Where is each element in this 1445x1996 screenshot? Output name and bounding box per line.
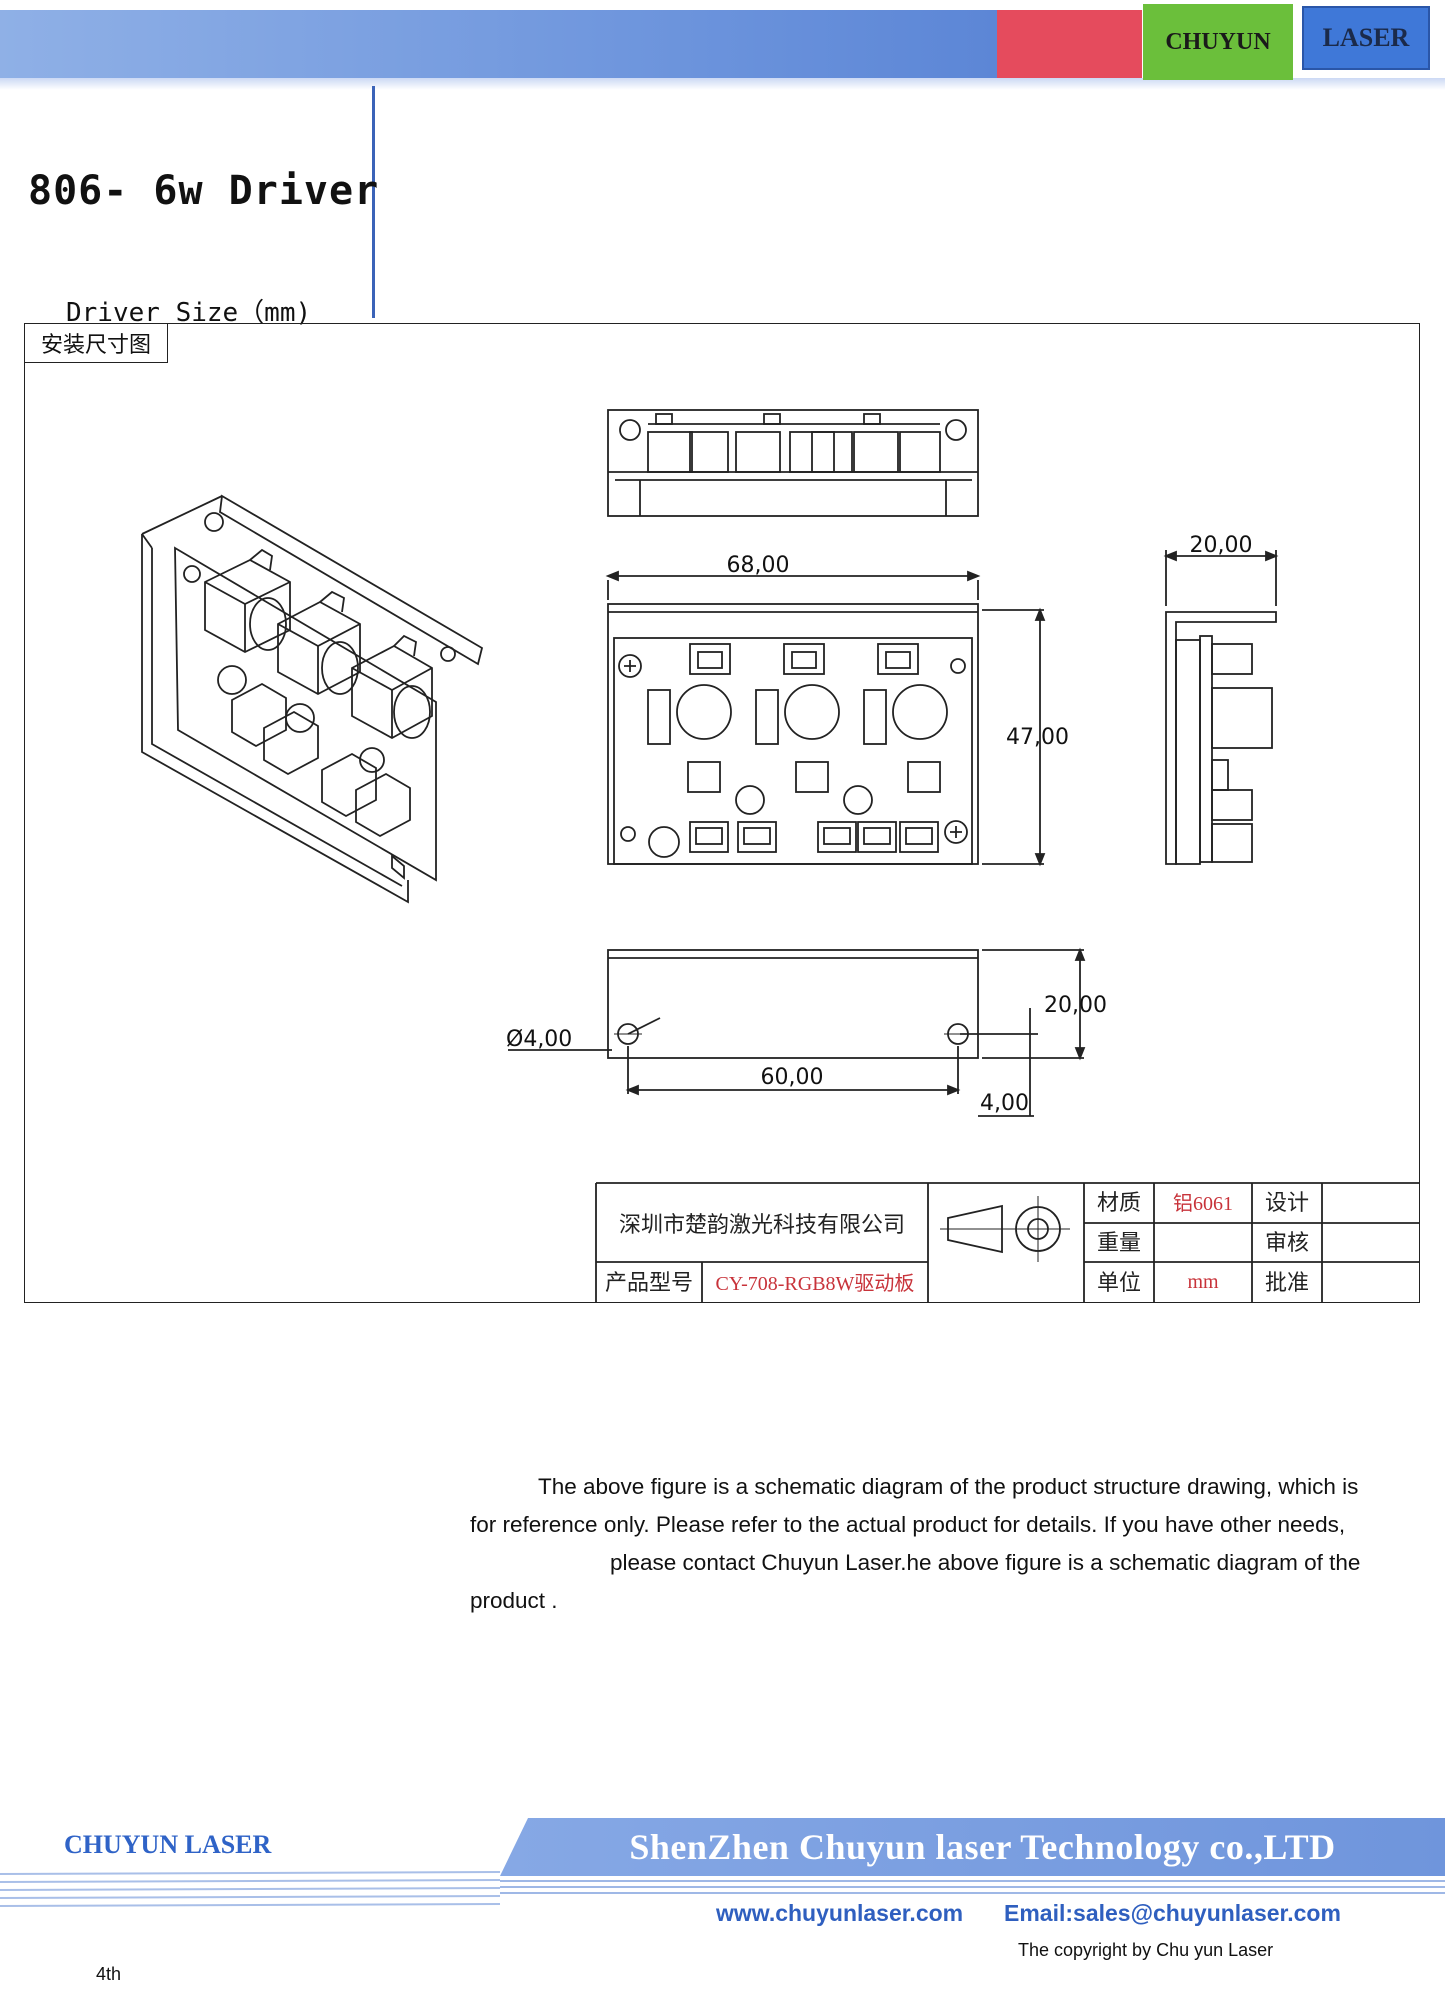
- header-brand-right: LASER: [1322, 23, 1410, 52]
- tb-model-value: CY-708-RGB8W驱动板: [716, 1272, 915, 1295]
- drawing-frame: [24, 323, 1420, 1303]
- footer-lines: [500, 1880, 1445, 1894]
- projection-symbol-icon: [940, 1196, 1070, 1262]
- tb-design-label: 设计: [1265, 1191, 1309, 1216]
- tb-company: 深圳市楚韵激光科技有限公司: [619, 1213, 905, 1238]
- tb-weight-label: 重量: [1097, 1231, 1141, 1256]
- header-brand-block: CHUYUN: [1143, 4, 1293, 80]
- technical-drawing: 68,00 47,00 20,00 Ø4,00 60,00 20,00 4,00…: [141, 409, 1420, 1303]
- header-shadow: [0, 78, 1445, 90]
- top-view: [607, 409, 979, 517]
- tb-review-label: 审核: [1265, 1231, 1309, 1256]
- header-laser-block: LASER: [1302, 6, 1430, 70]
- dim-hole-spacing: 60,00: [761, 1065, 824, 1090]
- dim-bracket-height: 20,00: [1044, 993, 1107, 1018]
- tb-material-label: 材质: [1097, 1191, 1141, 1216]
- footer-brand: CHUYUN LASER: [64, 1830, 272, 1859]
- dim-hole-diameter: Ø4,00: [506, 1027, 572, 1052]
- description-line-1: The above figure is a schematic diagram …: [538, 1474, 1359, 1499]
- footer-band: ShenZhen Chuyun laser Technology co.,LTD: [500, 1818, 1445, 1876]
- footer-website-link[interactable]: www.chuyunlaser.com: [716, 1900, 964, 1926]
- isometric-view: [141, 494, 484, 904]
- footer-stripes: [0, 1871, 501, 1907]
- description: The above figure is a schematic diagram …: [470, 1468, 1405, 1620]
- description-line-2: for reference only. Please refer to the …: [470, 1512, 1346, 1537]
- description-line-4: product .: [470, 1588, 558, 1613]
- header-red-block: [997, 10, 1142, 78]
- footer-email-link[interactable]: Email:sales@chuyunlaser.com: [1004, 1900, 1341, 1926]
- bracket-view: [607, 949, 979, 1059]
- header-vertical-rule: [372, 86, 375, 318]
- side-view: [1165, 611, 1277, 865]
- tb-unit-value: mm: [1187, 1271, 1219, 1293]
- frame-tag: 安装尺寸图: [24, 323, 168, 363]
- tb-material-value: 铝6061: [1173, 1192, 1233, 1215]
- header-brand-left: CHUYUN: [1165, 28, 1271, 55]
- title-block-grid: [595, 1182, 1420, 1303]
- header-band: [0, 10, 1000, 78]
- page-number: 4th: [96, 1964, 122, 1984]
- footer-copyright: The copyright by Chu yun Laser: [1018, 1940, 1274, 1960]
- dim-height: 47,00: [1006, 725, 1069, 750]
- footer-company: ShenZhen Chuyun laser Technology co.,LTD: [629, 1827, 1336, 1867]
- dim-side-depth: 20,00: [1190, 533, 1253, 558]
- tb-model-label: 产品型号: [605, 1271, 693, 1296]
- front-view: [607, 603, 979, 865]
- page-title: 806- 6w Driver: [28, 168, 380, 214]
- dim-edge-offset: 4,00: [980, 1091, 1029, 1116]
- tb-unit-label: 单位: [1097, 1271, 1141, 1296]
- description-line-3: please contact Chuyun Laser.he above fig…: [610, 1550, 1361, 1575]
- dim-top-width: 68,00: [727, 553, 790, 578]
- tb-approve-label: 批准: [1265, 1271, 1309, 1296]
